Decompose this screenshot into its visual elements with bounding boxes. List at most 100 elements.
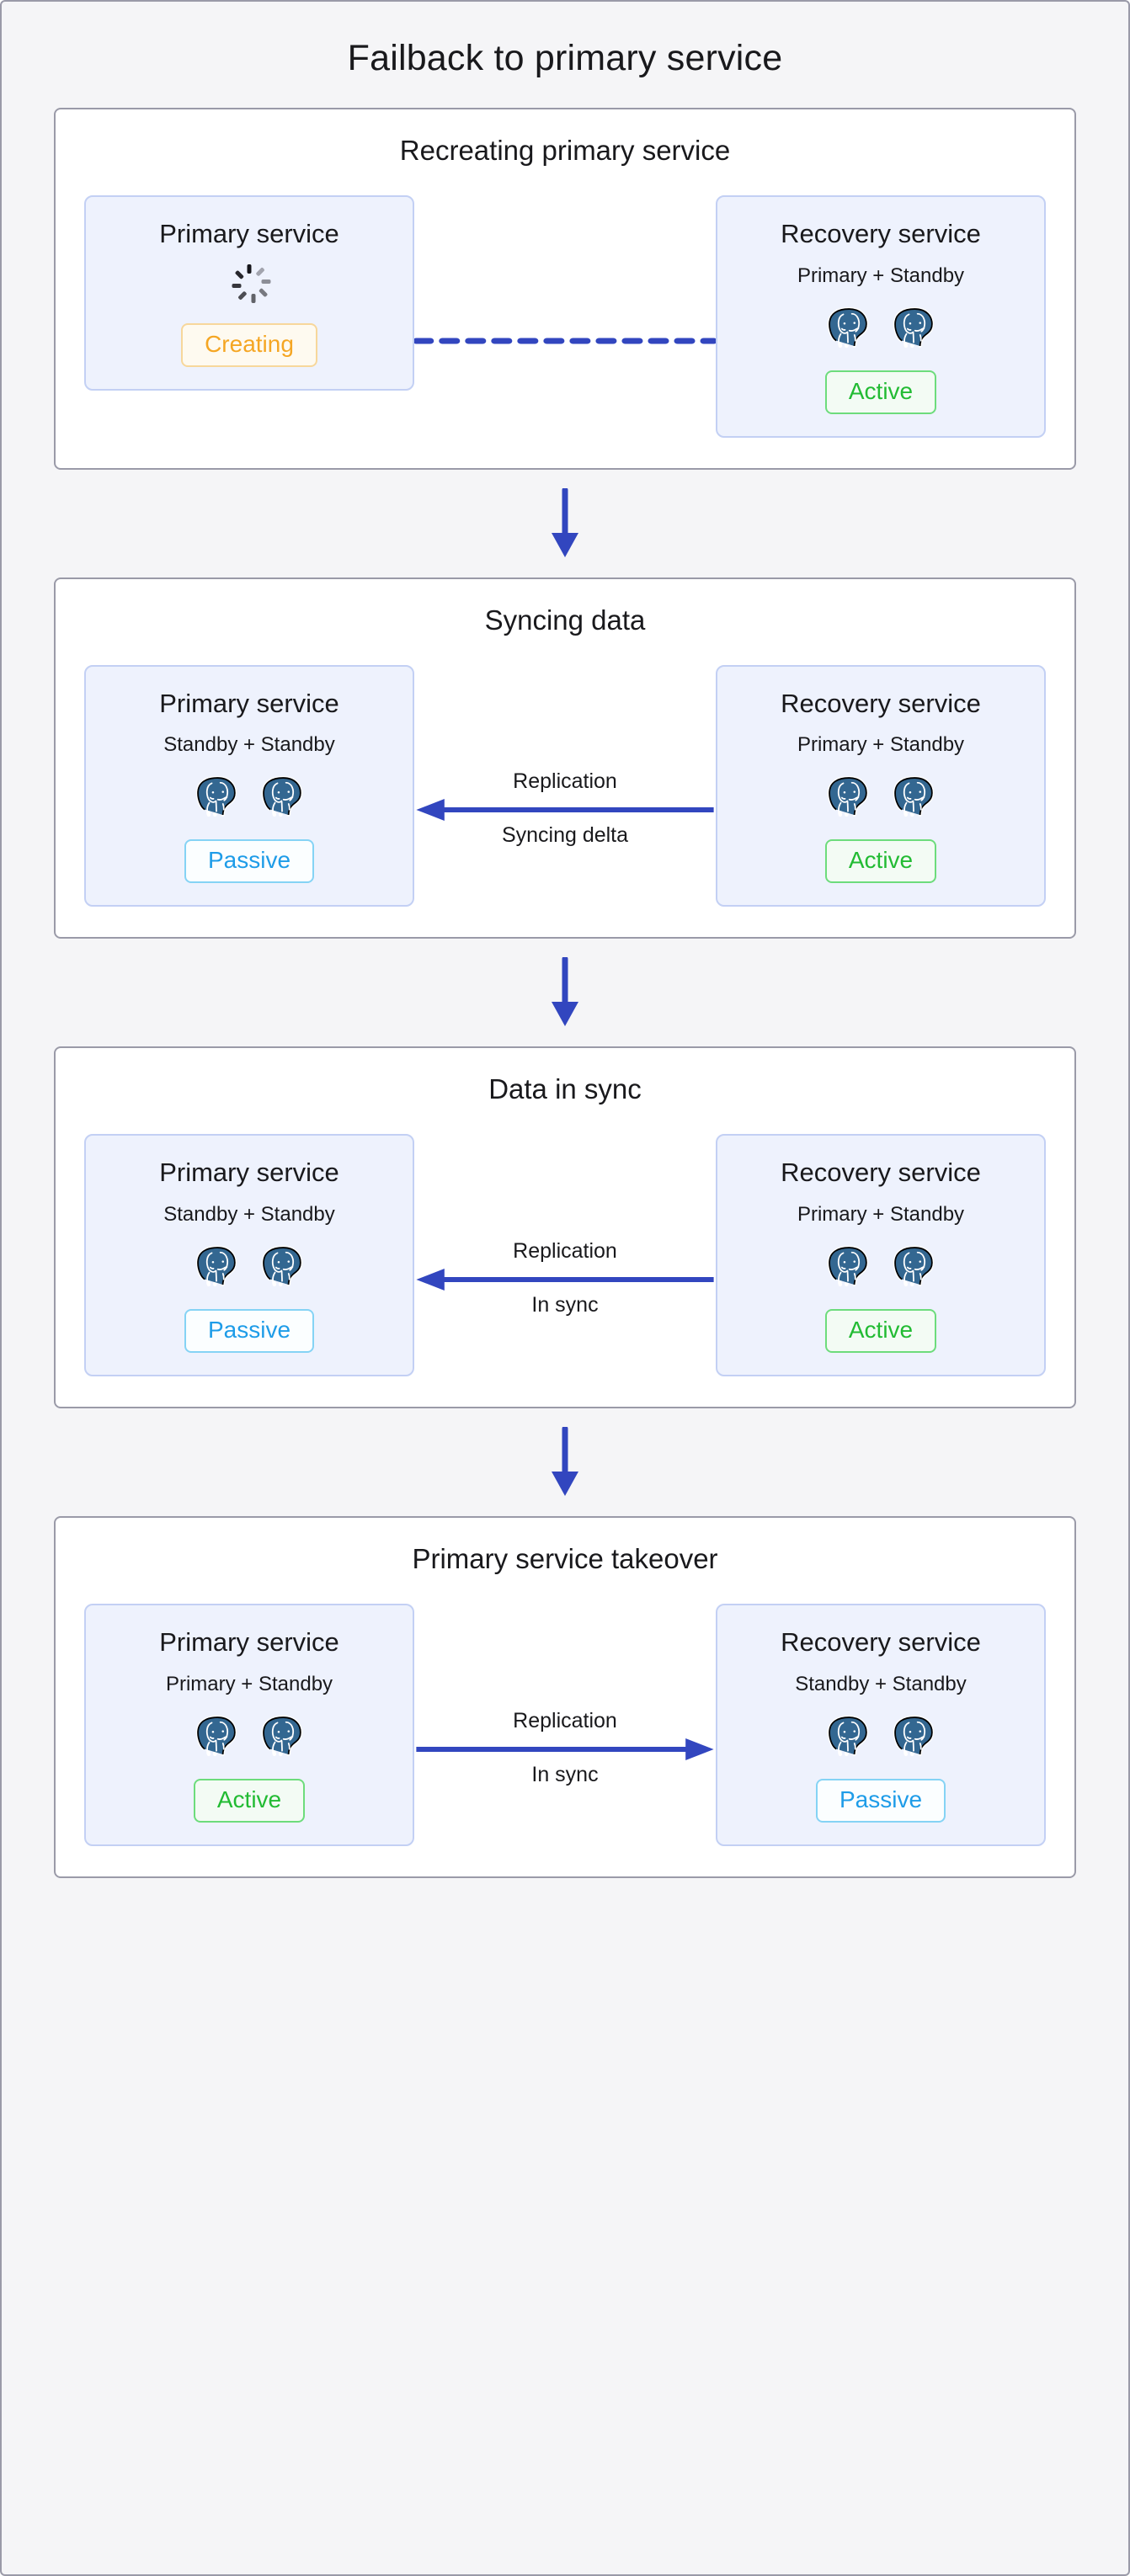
connector-label-bottom: Syncing delta xyxy=(501,823,629,848)
database-node xyxy=(825,305,871,350)
status-badge: Active xyxy=(824,839,937,884)
postgresql-elephant-icon xyxy=(261,1715,303,1756)
service-name: Recovery service xyxy=(781,219,981,248)
database-node-group xyxy=(194,1713,305,1759)
database-node-group xyxy=(194,1243,305,1289)
postgresql-elephant-icon xyxy=(261,776,303,817)
postgresql-elephant-icon xyxy=(261,1245,303,1287)
stage-transition-arrow xyxy=(2,939,1128,1046)
service-card-left[interactable]: Primary service Creating xyxy=(84,195,414,391)
stage-panel-1: Recreating primary service Primary servi… xyxy=(54,108,1076,470)
postgresql-elephant-icon xyxy=(827,1715,869,1756)
replication-arrow-left-icon xyxy=(416,1269,714,1291)
postgresql-elephant-icon xyxy=(827,1245,869,1287)
stage-body: Primary service Standby + Standby xyxy=(84,664,1046,907)
service-card-left[interactable]: Primary service Standby + Standby xyxy=(84,664,414,907)
database-node-group xyxy=(825,774,936,819)
status-badge: Passive xyxy=(815,1778,946,1823)
connector-label-top: Replication xyxy=(513,769,617,794)
postgresql-elephant-icon xyxy=(893,776,935,817)
stage-transition-arrow xyxy=(2,1408,1128,1516)
database-node xyxy=(825,774,871,819)
postgresql-elephant-icon xyxy=(195,776,237,817)
service-role: Primary + Standby xyxy=(165,1672,333,1695)
dashed-connector-line xyxy=(414,338,716,344)
status-badge: Passive xyxy=(184,1308,315,1353)
stage-panel-4: Primary service takeover Primary service… xyxy=(54,1515,1076,1878)
service-role: Standby + Standby xyxy=(163,1202,335,1226)
service-card-right[interactable]: Recovery service Primary + Standby xyxy=(716,1134,1046,1376)
database-node xyxy=(891,305,936,350)
service-name: Primary service xyxy=(159,1158,339,1188)
stage-transition-arrow xyxy=(2,470,1128,577)
service-role: Standby + Standby xyxy=(795,1672,967,1695)
arrow-down-icon xyxy=(552,487,578,557)
stage-title: Recreating primary service xyxy=(399,135,731,166)
connector-label-top: Replication xyxy=(513,1239,617,1264)
stage-title: Primary service takeover xyxy=(412,1542,718,1574)
replication-arrow-right-icon xyxy=(416,1738,714,1760)
replication-connector xyxy=(414,282,716,400)
service-name: Primary service xyxy=(159,688,339,718)
service-role: Standby + Standby xyxy=(163,733,335,757)
database-node-group xyxy=(825,305,936,350)
service-name: Primary service xyxy=(159,219,339,248)
stage-list: Recreating primary service Primary servi… xyxy=(2,108,1128,1878)
service-card-right[interactable]: Recovery service Primary + Standby xyxy=(716,664,1046,907)
stage-panel-2: Syncing data Primary service Standby + S… xyxy=(54,577,1076,939)
connector-label-bottom: In sync xyxy=(531,1762,599,1786)
postgresql-elephant-icon xyxy=(827,776,869,817)
connector-label-bottom: In sync xyxy=(531,1293,599,1317)
postgresql-elephant-icon xyxy=(195,1245,237,1287)
postgresql-elephant-icon xyxy=(893,1245,935,1287)
database-node-group xyxy=(194,774,305,819)
status-badge: Passive xyxy=(184,839,315,884)
database-node xyxy=(259,1243,305,1289)
status-badge: Active xyxy=(193,1778,306,1823)
database-node-group xyxy=(825,1713,936,1759)
service-name: Recovery service xyxy=(781,688,981,718)
service-role: Primary + Standby xyxy=(797,1202,965,1226)
service-role: Primary + Standby xyxy=(797,263,965,287)
postgresql-elephant-icon xyxy=(893,1715,935,1756)
database-node xyxy=(825,1243,871,1289)
service-name: Primary service xyxy=(159,1626,339,1657)
arrow-down-icon xyxy=(552,957,578,1027)
database-node xyxy=(194,1243,239,1289)
status-badge: Active xyxy=(824,370,937,414)
stage-title: Syncing data xyxy=(484,604,646,636)
status-badge: Active xyxy=(824,1308,937,1353)
service-card-right[interactable]: Recovery service Standby + Standby xyxy=(716,1603,1046,1846)
connector-label-top: Replication xyxy=(513,1708,617,1732)
service-name: Recovery service xyxy=(781,1626,981,1657)
replication-connector: Replication In sync xyxy=(414,1221,716,1339)
service-card-left[interactable]: Primary service Primary + Standby xyxy=(84,1603,414,1846)
stage-panel-3: Data in sync Primary service Standby + S… xyxy=(54,1046,1076,1408)
database-node-group xyxy=(825,1243,936,1289)
arrow-down-icon xyxy=(552,1426,578,1496)
postgresql-elephant-icon xyxy=(893,306,935,348)
database-node xyxy=(891,774,936,819)
service-role: Primary + Standby xyxy=(797,733,965,757)
database-node xyxy=(259,774,305,819)
database-node xyxy=(891,1713,936,1759)
stage-body: Primary service Primary + Standby xyxy=(84,1603,1046,1846)
page-title: Failback to primary service xyxy=(347,38,783,78)
service-name: Recovery service xyxy=(781,1158,981,1188)
service-card-right[interactable]: Recovery service Primary + Standby xyxy=(716,195,1046,438)
stage-title: Data in sync xyxy=(488,1073,642,1105)
stage-body: Primary service Creating Recovery servic… xyxy=(84,195,1046,438)
database-node xyxy=(259,1713,305,1759)
service-card-left[interactable]: Primary service Standby + Standby xyxy=(84,1134,414,1376)
database-node xyxy=(825,1713,871,1759)
postgresql-elephant-icon xyxy=(195,1715,237,1756)
replication-connector: Replication Syncing delta xyxy=(414,751,716,869)
stage-body: Primary service Standby + Standby xyxy=(84,1134,1046,1376)
loading-spinner-icon xyxy=(230,263,271,303)
replication-connector: Replication In sync xyxy=(414,1690,716,1808)
database-node xyxy=(194,1713,239,1759)
status-badge: Creating xyxy=(181,322,317,367)
postgresql-elephant-icon xyxy=(827,306,869,348)
replication-arrow-left-icon xyxy=(416,799,714,822)
